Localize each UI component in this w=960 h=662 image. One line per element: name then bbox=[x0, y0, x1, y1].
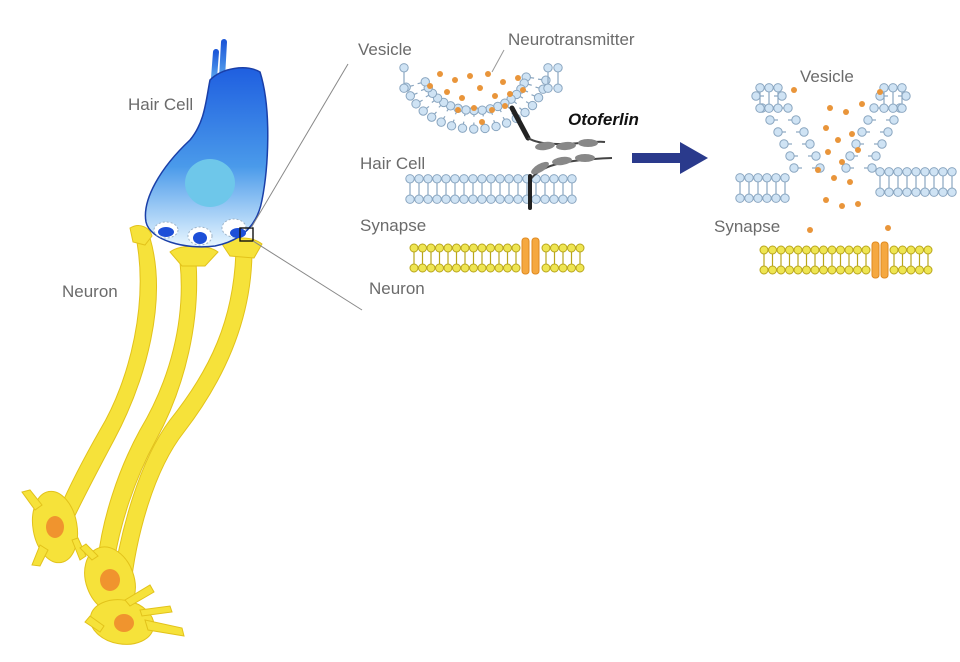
otoferlin-protein-icon bbox=[509, 105, 613, 210]
hair-cell-membrane-icon bbox=[405, 174, 577, 204]
ion-channel-icon bbox=[521, 237, 540, 275]
synapse-right-label: Synapse bbox=[714, 217, 781, 236]
nucleus-icon bbox=[185, 159, 235, 207]
hair-cell-label: Hair Cell bbox=[128, 95, 194, 114]
process-arrow-icon bbox=[632, 142, 708, 174]
vesicle-right-label: Vesicle bbox=[800, 67, 854, 86]
neuron-icon bbox=[21, 225, 263, 645]
otoferlin-label: Otoferlin bbox=[568, 110, 639, 129]
synapse-label: Synapse bbox=[360, 216, 427, 235]
neuron-membrane-right-icon bbox=[759, 245, 933, 275]
neuron-nucleus-icon bbox=[46, 516, 134, 632]
neuron-label: Neuron bbox=[62, 282, 118, 301]
neuron-membrane-icon bbox=[409, 243, 585, 273]
hair-cell-icon bbox=[144, 67, 269, 248]
fused-vesicle-membrane-icon bbox=[735, 83, 957, 203]
vesicle-label: Vesicle bbox=[358, 40, 412, 59]
stereocilia-icon bbox=[211, 17, 240, 81]
ion-channel-right-icon bbox=[871, 241, 889, 279]
synaptic-vesicle-cluster bbox=[153, 218, 247, 246]
neurotransmitter-pointer bbox=[491, 49, 505, 73]
neurotransmitter-label: Neurotransmitter bbox=[508, 30, 635, 49]
vesicle-icon bbox=[399, 63, 563, 134]
neuron-membrane-label: Neuron bbox=[369, 279, 425, 298]
zoom-callout bbox=[239, 63, 363, 311]
hair-cell-membrane-label: Hair Cell bbox=[360, 154, 426, 173]
neurotransmitter-dots bbox=[427, 71, 526, 125]
released-neurotransmitter-dots bbox=[791, 87, 891, 233]
